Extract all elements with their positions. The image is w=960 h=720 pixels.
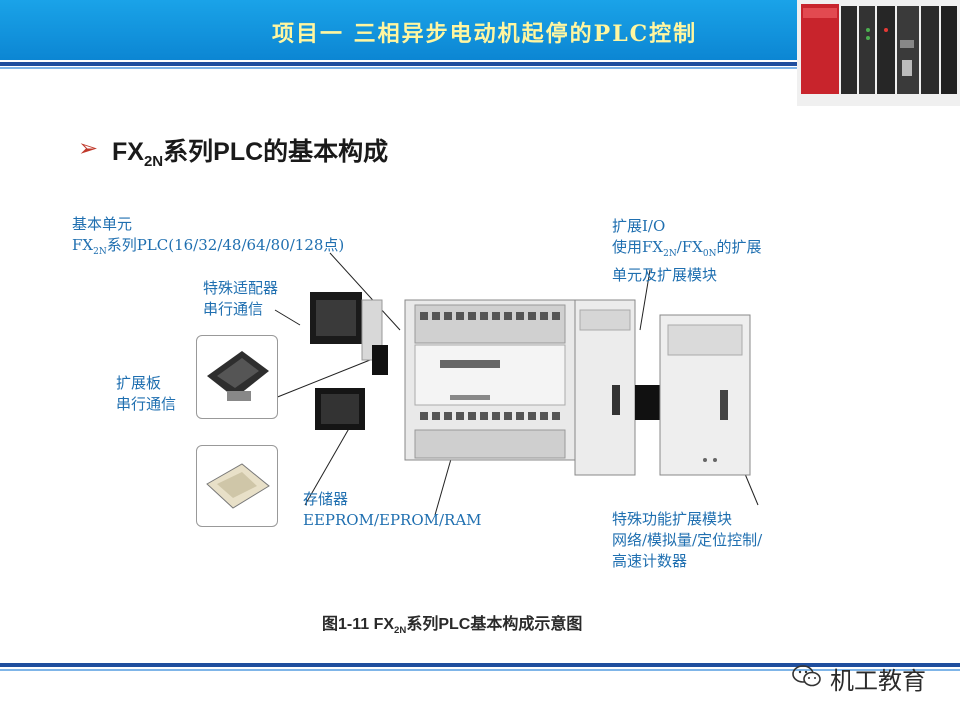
expansion-board-image xyxy=(207,351,269,401)
special-module-label: 特殊功能扩展模块 网络/模拟量/定位控制/ 高速计数器 xyxy=(612,509,762,572)
special-adapter-desc: 串行通信 xyxy=(203,300,264,318)
special-adapter-title: 特殊适配器 xyxy=(203,279,279,297)
special-module-desc: 网络/模拟量/定位控制/ xyxy=(612,531,763,549)
expansion-io-title: 扩展I/O xyxy=(612,217,666,235)
figure-caption: 图1-11 FX2N系列PLC基本构成示意图 xyxy=(322,610,582,636)
expansion-board-photo xyxy=(196,335,278,419)
heading-sub: 2N xyxy=(143,153,164,170)
section-heading: FX2N系列PLC的基本构成 xyxy=(112,132,388,170)
expansion-io-desc-b: /FX xyxy=(676,238,703,256)
heading-suffix: 系列PLC的基本构成 xyxy=(163,138,389,166)
expansion-io-desc: 使用FX2N/FX0N的扩展 xyxy=(612,237,761,265)
slide-title: 项目一 三相异步电动机起停的PLC控制 xyxy=(272,21,698,47)
caption-sub: 2N xyxy=(394,625,407,637)
caption-prefix: 图1-11 FX xyxy=(322,616,395,633)
memory-label: 存储器 EEPROM/EPROM/RAM xyxy=(303,489,482,531)
caption-suffix: 系列PLC基本构成示意图 xyxy=(406,616,583,633)
expansion-io-desc-sub1: 2N xyxy=(663,249,677,259)
header-rule xyxy=(0,62,960,66)
plc-thumbnail-image xyxy=(797,0,960,106)
basic-unit-desc-sub: 2N xyxy=(93,247,107,257)
heading-prefix: FX xyxy=(112,138,144,166)
memory-title: 存储器 xyxy=(303,490,349,508)
header-rule-thin xyxy=(0,67,960,69)
basic-unit-desc-suffix: 系列PLC(16/32/48/64/80/128点) xyxy=(106,236,345,254)
expansion-io-desc-sub2: 0N xyxy=(702,249,717,259)
memory-cassette-photo xyxy=(196,445,278,527)
expansion-io-label: 扩展I/O 使用FX2N/FX0N的扩展 单元及扩展模块 xyxy=(612,216,761,286)
watermark-text: 机工教育 xyxy=(830,667,926,695)
bullet-arrow-icon: ➢ xyxy=(78,134,99,162)
special-module-desc-line3: 高速计数器 xyxy=(612,552,688,570)
footer-rule xyxy=(0,663,960,667)
expansion-io-desc-line3: 单元及扩展模块 xyxy=(612,266,718,284)
expansion-io-desc-a: 使用FX xyxy=(612,238,664,256)
footer-rule-thin xyxy=(0,669,960,671)
memory-cassette-image xyxy=(206,463,270,509)
expansion-board-desc: 串行通信 xyxy=(116,395,177,413)
special-adapter-label: 特殊适配器 串行通信 xyxy=(203,278,278,320)
expansion-io-desc-c: 的扩展 xyxy=(716,238,762,256)
basic-unit-title: 基本单元 xyxy=(72,215,133,233)
basic-unit-desc: FX2N系列PLC(16/32/48/64/80/128点) xyxy=(72,235,344,263)
basic-unit-desc-prefix: FX xyxy=(72,236,94,254)
expansion-board-title: 扩展板 xyxy=(116,374,162,392)
basic-unit-label: 基本单元 FX2N系列PLC(16/32/48/64/80/128点) xyxy=(72,214,344,263)
memory-desc: EEPROM/EPROM/RAM xyxy=(303,511,482,529)
special-module-title: 特殊功能扩展模块 xyxy=(612,510,733,528)
wechat-icon xyxy=(792,665,821,687)
expansion-board-label: 扩展板 串行通信 xyxy=(116,373,176,415)
